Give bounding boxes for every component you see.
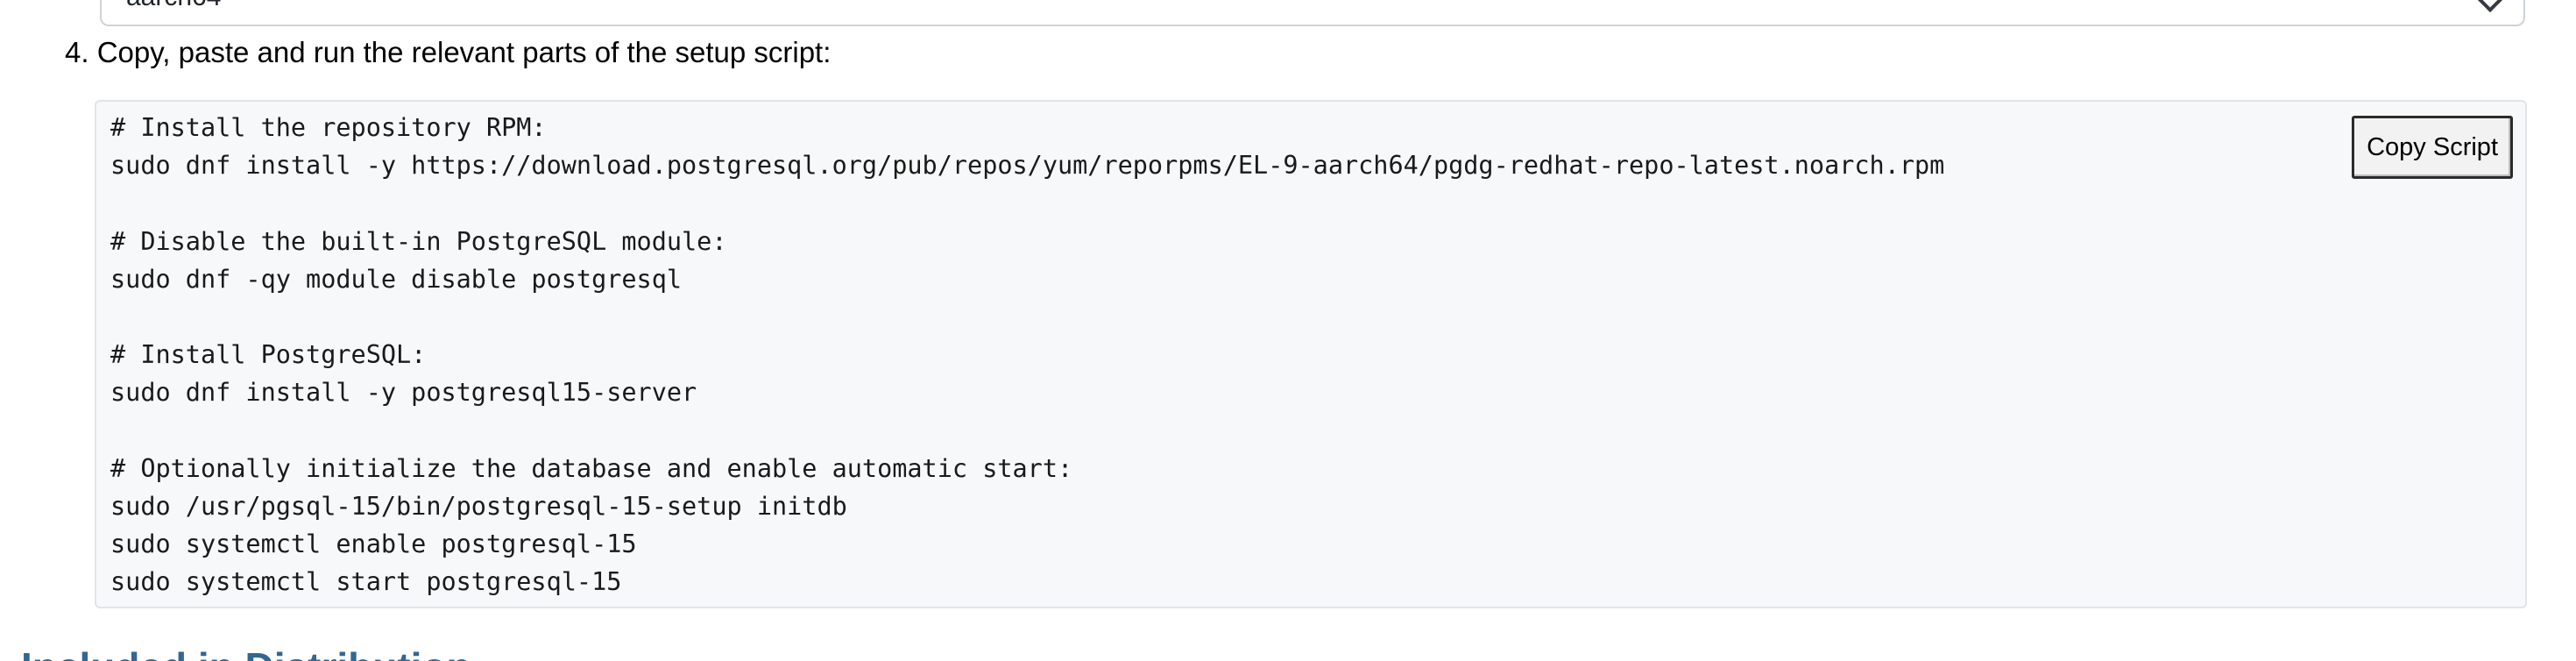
code-line [110,298,1944,336]
code-lines: # Install the repository RPM: sudo dnf i… [110,109,1944,601]
code-line: sudo dnf -qy module disable postgresql [110,264,683,294]
code-line: # Disable the built-in PostgreSQL module… [110,226,727,256]
step-instruction: 4. Copy, paste and run the relevant part… [65,36,832,68]
code-line [110,412,1944,450]
code-line: # Optionally initialize the database and… [110,453,1073,483]
code-line [110,184,1944,222]
code-line: # Install the repository RPM: [110,113,547,142]
code-line: sudo systemctl start postgresql-15 [110,567,622,597]
code-line: sudo /usr/pgsql-15/bin/postgresql-15-set… [110,491,847,521]
code-line: sudo dnf install -y postgresql15-server [110,378,697,408]
code-line: # Install PostgreSQL: [110,340,427,370]
architecture-select-value: aarch64 [126,0,221,12]
code-line: sudo dnf install -y https://download.pos… [110,151,1945,181]
architecture-select[interactable]: aarch64 [100,0,2525,26]
section-heading: Included in Distribution [21,643,471,661]
copy-script-button[interactable]: Copy Script [2352,116,2513,179]
setup-script-code-block: # Install the repository RPM: sudo dnf i… [95,100,2527,608]
code-line: sudo systemctl enable postgresql-15 [110,530,637,559]
chevron-down-icon [2477,0,2503,13]
